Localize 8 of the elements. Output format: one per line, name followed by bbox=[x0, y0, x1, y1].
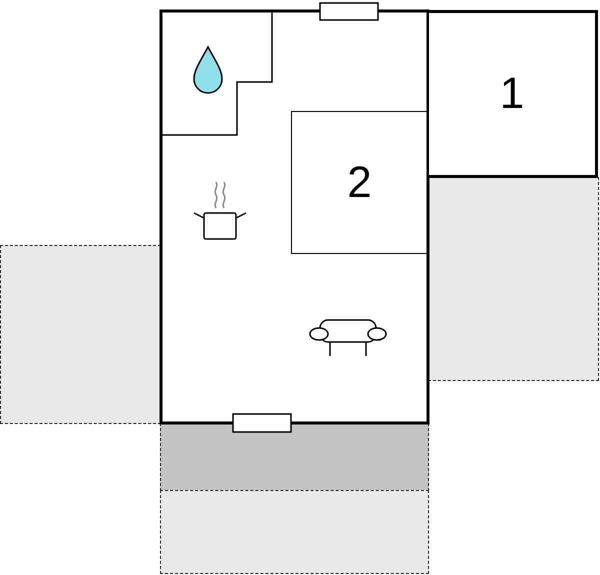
covered-terrace-area bbox=[160, 423, 429, 491]
room-number: 2 bbox=[347, 160, 372, 204]
terrace-area bbox=[428, 177, 599, 381]
terrace-area bbox=[0, 245, 161, 424]
terrace-area bbox=[160, 490, 429, 574]
room bbox=[291, 111, 428, 254]
room bbox=[428, 10, 598, 178]
room-number: 1 bbox=[500, 72, 524, 116]
